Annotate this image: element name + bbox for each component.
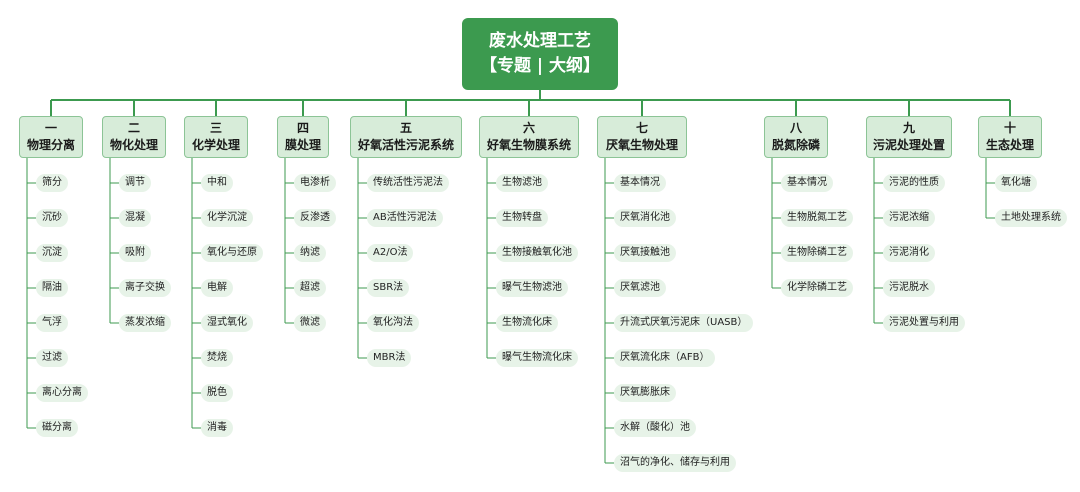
leaf-node[interactable]: 污泥脱水 bbox=[883, 279, 935, 297]
branch-node[interactable]: 六好氧生物膜系统 bbox=[479, 116, 579, 158]
branch-node[interactable]: 五好氧活性污泥系统 bbox=[350, 116, 462, 158]
branch-number: 三 bbox=[209, 121, 222, 135]
leaf-node[interactable]: 生物转盘 bbox=[496, 209, 548, 227]
root-subtitle: 【专题 | 大纲】 bbox=[479, 56, 601, 76]
leaf-node[interactable]: A2/O法 bbox=[367, 244, 414, 262]
leaf-node[interactable]: 隔油 bbox=[36, 279, 68, 297]
leaf-node[interactable]: 氧化与还原 bbox=[201, 244, 263, 262]
branch-title: 化学处理 bbox=[191, 138, 240, 152]
branch-number: 七 bbox=[635, 121, 648, 135]
leaf-node[interactable]: 生物脱氮工艺 bbox=[781, 209, 853, 227]
leaf-node[interactable]: 过滤 bbox=[36, 349, 68, 367]
leaf-node[interactable]: 氧化塘 bbox=[995, 174, 1037, 192]
leaf-node[interactable]: 焚烧 bbox=[201, 349, 233, 367]
branch-number: 一 bbox=[44, 121, 57, 135]
branch-number: 九 bbox=[902, 121, 915, 135]
leaf-node[interactable]: 污泥的性质 bbox=[883, 174, 945, 192]
leaf-node[interactable]: 超滤 bbox=[294, 279, 326, 297]
leaf-node[interactable]: 吸附 bbox=[119, 244, 151, 262]
leaf-node[interactable]: 厌氧消化池 bbox=[614, 209, 676, 227]
branch-number: 十 bbox=[1003, 121, 1016, 135]
leaf-node[interactable]: 曝气生物滤池 bbox=[496, 279, 568, 297]
branch-title: 生态处理 bbox=[985, 138, 1034, 152]
leaf-node[interactable]: 厌氧接触池 bbox=[614, 244, 676, 262]
leaf-node[interactable]: 污泥浓缩 bbox=[883, 209, 935, 227]
branch-title: 脱氮除磷 bbox=[771, 138, 820, 152]
leaf-node[interactable]: 纳滤 bbox=[294, 244, 326, 262]
root-title: 废水处理工艺 bbox=[489, 31, 591, 51]
branch-node[interactable]: 八脱氮除磷 bbox=[764, 116, 828, 158]
leaf-node[interactable]: 氧化沟法 bbox=[367, 314, 419, 332]
leaf-node[interactable]: 蒸发浓缩 bbox=[119, 314, 171, 332]
leaf-node[interactable]: 沉砂 bbox=[36, 209, 68, 227]
branch-number: 二 bbox=[127, 121, 140, 135]
leaf-node[interactable]: 基本情况 bbox=[614, 174, 666, 192]
leaf-node[interactable]: 生物除磷工艺 bbox=[781, 244, 853, 262]
leaf-node[interactable]: 污泥处置与利用 bbox=[883, 314, 965, 332]
leaf-node[interactable]: 厌氧膨胀床 bbox=[614, 384, 676, 402]
leaf-node[interactable]: 离心分离 bbox=[36, 384, 88, 402]
branch-title: 污泥处理处置 bbox=[872, 138, 945, 152]
leaf-node[interactable]: 沉淀 bbox=[36, 244, 68, 262]
leaf-node[interactable]: 湿式氧化 bbox=[201, 314, 253, 332]
branch-node[interactable]: 一物理分离 bbox=[19, 116, 83, 158]
leaf-node[interactable]: 升流式厌氧污泥床（UASB） bbox=[614, 314, 754, 332]
leaf-node[interactable]: 反渗透 bbox=[294, 209, 336, 227]
leaf-node[interactable]: 基本情况 bbox=[781, 174, 833, 192]
leaf-node[interactable]: 电解 bbox=[201, 279, 233, 297]
leaf-node[interactable]: 消毒 bbox=[201, 419, 233, 437]
leaf-node[interactable]: 筛分 bbox=[36, 174, 68, 192]
branch-node[interactable]: 三化学处理 bbox=[184, 116, 248, 158]
branch-title: 物化处理 bbox=[109, 138, 158, 152]
branch-node[interactable]: 九污泥处理处置 bbox=[866, 116, 952, 158]
branch-number: 四 bbox=[296, 121, 309, 135]
root-node[interactable]: 废水处理工艺 【专题 | 大纲】 bbox=[462, 18, 618, 90]
branch-title: 厌氧生物处理 bbox=[605, 138, 678, 152]
leaf-node[interactable]: 土地处理系统 bbox=[995, 209, 1067, 227]
leaf-node[interactable]: 厌氧滤池 bbox=[614, 279, 666, 297]
leaf-node[interactable]: 磁分离 bbox=[36, 419, 78, 437]
leaf-node[interactable]: 厌氧流化床（AFB） bbox=[614, 349, 716, 367]
leaf-node[interactable]: 脱色 bbox=[201, 384, 233, 402]
leaf-node[interactable]: 污泥消化 bbox=[883, 244, 935, 262]
branch-node[interactable]: 二物化处理 bbox=[102, 116, 166, 158]
branch-node[interactable]: 十生态处理 bbox=[978, 116, 1042, 158]
branch-node[interactable]: 七厌氧生物处理 bbox=[597, 116, 687, 158]
leaf-node[interactable]: 电渗析 bbox=[294, 174, 336, 192]
branch-title: 好氧生物膜系统 bbox=[486, 138, 571, 152]
leaf-node[interactable]: 传统活性污泥法 bbox=[367, 174, 449, 192]
leaf-node[interactable]: 水解（酸化）池 bbox=[614, 419, 696, 437]
leaf-node[interactable]: 生物滤池 bbox=[496, 174, 548, 192]
leaf-node[interactable]: 沼气的净化、储存与利用 bbox=[614, 454, 736, 472]
leaf-node[interactable]: 生物流化床 bbox=[496, 314, 558, 332]
branch-title: 好氧活性污泥系统 bbox=[357, 138, 454, 152]
leaf-node[interactable]: MBR法 bbox=[367, 349, 412, 367]
leaf-node[interactable]: 化学沉淀 bbox=[201, 209, 253, 227]
leaf-node[interactable]: 曝气生物流化床 bbox=[496, 349, 578, 367]
leaf-node[interactable]: 混凝 bbox=[119, 209, 151, 227]
leaf-node[interactable]: 离子交换 bbox=[119, 279, 171, 297]
branch-title: 膜处理 bbox=[284, 138, 321, 152]
leaf-node[interactable]: SBR法 bbox=[367, 279, 410, 297]
leaf-node[interactable]: 化学除磷工艺 bbox=[781, 279, 853, 297]
branch-node[interactable]: 四膜处理 bbox=[277, 116, 329, 158]
leaf-node[interactable]: 调节 bbox=[119, 174, 151, 192]
branch-number: 六 bbox=[522, 121, 535, 135]
branch-title: 物理分离 bbox=[26, 138, 75, 152]
leaf-node[interactable]: 生物接触氧化池 bbox=[496, 244, 578, 262]
leaf-node[interactable]: AB活性污泥法 bbox=[367, 209, 443, 227]
branch-number: 八 bbox=[789, 121, 802, 135]
branch-number: 五 bbox=[399, 121, 412, 135]
leaf-node[interactable]: 微滤 bbox=[294, 314, 326, 332]
leaf-node[interactable]: 气浮 bbox=[36, 314, 68, 332]
leaf-node[interactable]: 中和 bbox=[201, 174, 233, 192]
